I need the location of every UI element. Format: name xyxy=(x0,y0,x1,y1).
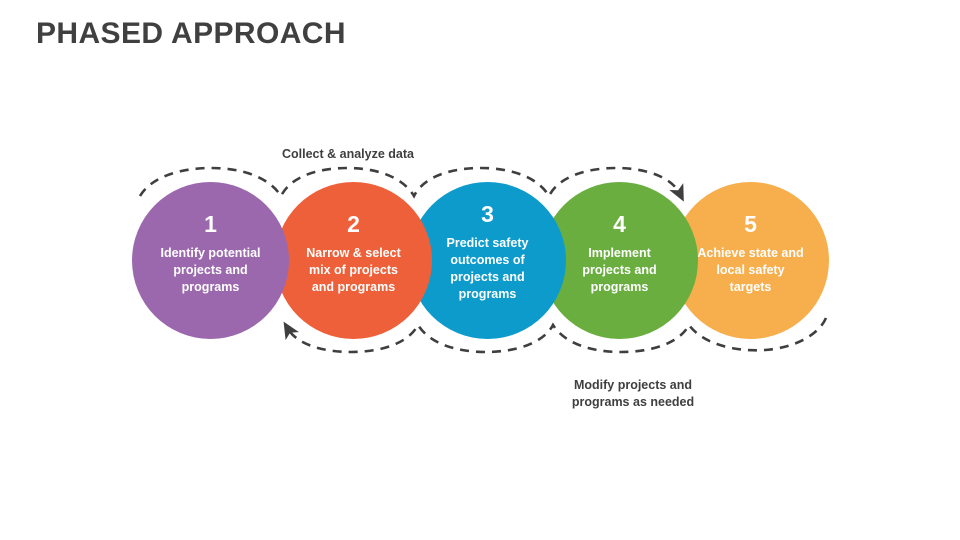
phase-label-4: Implement projects and programs xyxy=(582,246,657,294)
phase-circle-1[interactable]: 1 Identify potential projects and progra… xyxy=(132,182,289,339)
phase-circle-4[interactable]: 4 Implement projects and programs xyxy=(541,182,698,339)
phase-label-2: Narrow & select mix of projects and prog… xyxy=(306,246,401,294)
phase-number-3: 3 xyxy=(481,201,494,227)
bottom-flow-arrow xyxy=(283,317,828,354)
phase-number-2: 2 xyxy=(347,211,360,237)
phase-circle-5[interactable]: 5 Achieve state and local safety targets xyxy=(672,182,829,339)
phase-number-4: 4 xyxy=(613,211,626,237)
phase-circle-2[interactable]: 2 Narrow & select mix of projects and pr… xyxy=(275,182,432,339)
page-title: PHASED APPROACH xyxy=(36,17,346,50)
phase-number-1: 1 xyxy=(204,211,217,237)
phase-label-1: Identify potential projects and programs xyxy=(160,246,261,294)
top-flow-arrow xyxy=(138,166,684,202)
note-collect-analyze-data: Collect & analyze data xyxy=(282,147,414,161)
phase-label-3: Predict safety outcomes of projects and … xyxy=(446,236,529,301)
phase-circle-3[interactable]: 3 Predict safety outcomes of projects an… xyxy=(409,182,566,339)
phase-number-5: 5 xyxy=(744,211,757,237)
note-modify-projects: Modify projects and programs as needed xyxy=(571,378,695,409)
phase-label-5: Achieve state and local safety targets xyxy=(697,246,804,294)
